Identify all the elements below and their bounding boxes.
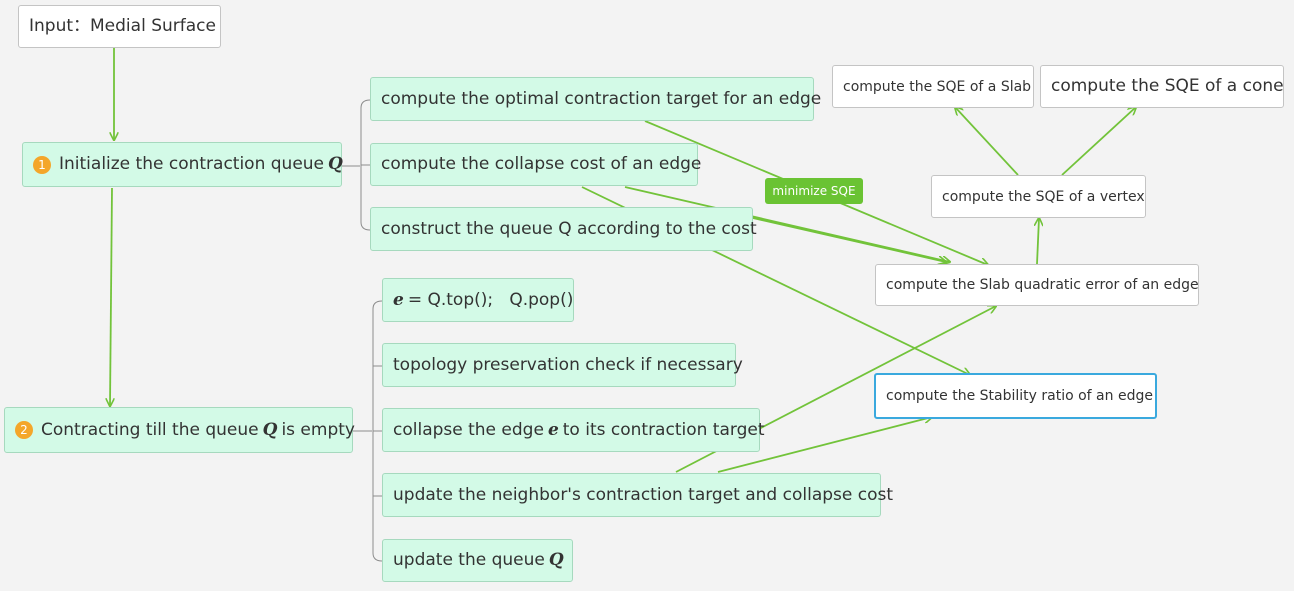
step2-label-after: is empty [281,419,355,440]
sqe-cone-node[interactable]: compute the SQE of a cone [1040,65,1284,108]
tree-bracket-step2 [352,300,383,562]
step1-node[interactable]: 1 Initialize the contraction queue Q [22,142,343,187]
update-queue-label: update the queue [393,550,545,570]
slab-error-label: compute the Slab quadratic error of an e… [886,277,1199,293]
optimal-target-label: compute the optimal contraction target f… [381,88,822,109]
collapse-edge-node[interactable]: collapse the edge e to its contraction t… [382,408,764,452]
topology-check-node[interactable]: topology preservation check if necessary [382,343,743,387]
pop-edge-node[interactable]: e = Q.top(); Q.pop() [382,278,574,322]
optimal-target-node[interactable]: compute the optimal contraction target f… [370,77,821,121]
step2-symbol: Q [262,419,278,440]
update-queue-symbol: Q [548,550,564,570]
construct-queue-label: construct the queue Q according to the c… [381,218,757,239]
sqe-vertex-node[interactable]: compute the SQE of a vertex [931,175,1146,218]
stability-ratio-label: compute the Stability ratio of an edge [886,388,1153,404]
step1-symbol: Q [328,154,343,174]
step2-node[interactable]: 2 Contracting till the queue Q is empty [4,407,355,453]
collapse-edge-label-before: collapse the edge [393,419,544,440]
construct-queue-node[interactable]: construct the queue Q according to the c… [370,207,757,251]
topology-check-label: topology preservation check if necessary [393,354,743,375]
collapse-cost-node[interactable]: compute the collapse cost of an edge [370,143,702,186]
sqe-cone-label: compute the SQE of a cone [1051,76,1284,96]
sqe-vertex-label: compute the SQE of a vertex [942,188,1145,205]
sqe-slab-node[interactable]: compute the SQE of a Slab [832,65,1034,108]
pop-edge-label: = Q.top(); Q.pop() [407,289,574,310]
step1-label: Initialize the contraction queue [59,154,325,174]
root-node[interactable]: Input：Medial Surface [18,5,221,48]
stability-ratio-node[interactable]: compute the Stability ratio of an edge [874,373,1157,419]
slab-error-node[interactable]: compute the Slab quadratic error of an e… [875,264,1199,306]
update-neighbor-label: update the neighbor's contraction target… [393,484,894,505]
step2-number-badge: 2 [15,421,33,439]
tree-bracket-step1 [342,99,371,231]
update-queue-node[interactable]: update the queue Q [382,539,573,582]
collapse-edge-label-after: to its contraction target [562,419,765,440]
sqe-slab-label: compute the SQE of a Slab [843,78,1032,95]
root-label: Input：Medial Surface [29,16,216,36]
update-neighbor-node[interactable]: update the neighbor's contraction target… [382,473,893,517]
step2-label-before: Contracting till the queue [41,419,259,440]
minimize-sqe-tag[interactable]: minimize SQE [765,178,863,204]
collapse-edge-symbol: e [547,419,559,440]
collapse-cost-label: compute the collapse cost of an edge [381,154,702,174]
step1-number-badge: 1 [33,155,51,174]
pop-edge-symbol: e [393,289,404,310]
